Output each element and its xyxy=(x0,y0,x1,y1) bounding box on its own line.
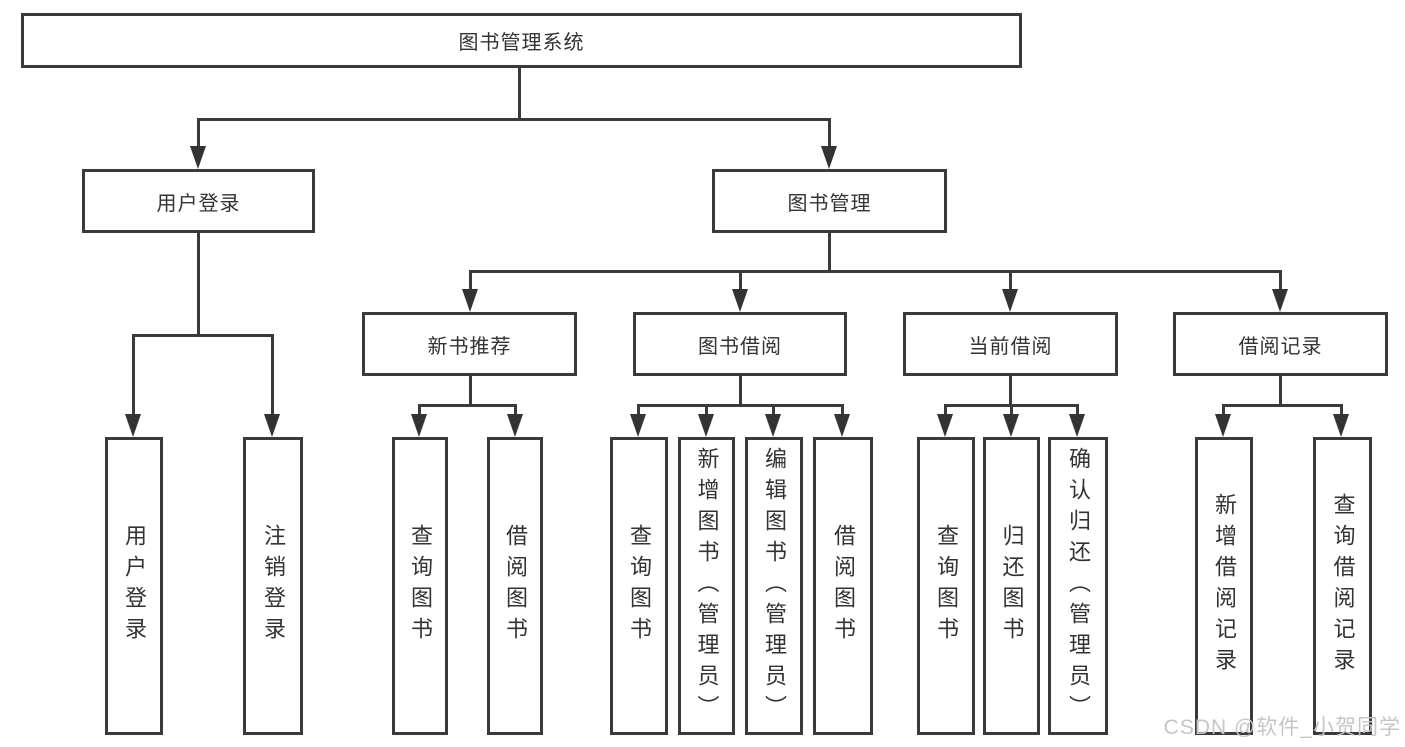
arrow-down-edit-books-admin xyxy=(765,414,781,437)
connector-borrow-drop-4 xyxy=(841,404,844,417)
connector-user-leaf2-drop xyxy=(271,334,274,417)
leaf-add-borrow-record: 新增借阅记录 xyxy=(1195,437,1253,735)
arrow-down-confirm-return-admin xyxy=(1069,414,1085,437)
arrow-down-book-management xyxy=(821,146,837,169)
arrow-down-query-books-current xyxy=(937,414,953,437)
connector-user-rail xyxy=(132,334,274,337)
arrow-down-add-books-admin xyxy=(698,414,714,437)
node-label: 用户登录 xyxy=(156,192,241,215)
arrow-down-query-borrow-record xyxy=(1333,414,1349,437)
arrow-down-user-login xyxy=(190,146,206,169)
arrow-down-borrow-books xyxy=(834,414,850,437)
leaf-query-books-recommend: 查询图书 xyxy=(392,437,448,735)
connector-recommend-drop-2 xyxy=(514,404,517,417)
node-current-borrow: 当前借阅 xyxy=(903,312,1118,376)
arrow-down-leaf-logout xyxy=(264,414,280,437)
leaf-confirm-return-admin: 确认归还（管理员） xyxy=(1048,437,1108,735)
arrow-down-new-book-recommend xyxy=(462,289,478,312)
leaf-label: 借阅图书 xyxy=(503,524,528,648)
leaf-return-books: 归还图书 xyxy=(983,437,1040,735)
connector-user-drop xyxy=(197,118,200,148)
connector-borrow-stem xyxy=(739,376,742,407)
leaf-label: 用户登录 xyxy=(122,524,147,648)
leaf-label: 编辑图书（管理员） xyxy=(762,446,787,726)
leaf-label: 查询图书 xyxy=(627,524,652,648)
leaf-query-books-borrow: 查询图书 xyxy=(610,437,668,735)
leaf-add-books-admin: 新增图书（管理员） xyxy=(678,437,735,735)
connector-bookmgmt-drop xyxy=(828,118,831,148)
arrow-down-add-borrow-record xyxy=(1215,414,1231,437)
leaf-label: 查询图书 xyxy=(408,524,433,648)
connector-l3-drop-2 xyxy=(739,270,742,292)
connector-bookmgmt-stem xyxy=(828,233,831,273)
connector-current-drop-3 xyxy=(1076,404,1079,417)
connector-current-stem xyxy=(1009,376,1012,407)
connector-root-stem xyxy=(518,68,521,120)
connector-borrow-drop-2 xyxy=(705,404,708,417)
connector-user-stem xyxy=(197,233,200,336)
leaf-label: 确认归还（管理员） xyxy=(1066,446,1091,726)
csdn-watermark: CSDN @软件_小贺同学 xyxy=(1163,716,1401,739)
node-book-management-system: 图书管理系统 xyxy=(21,13,1022,68)
leaf-label: 归还图书 xyxy=(999,524,1025,648)
leaf-label: 查询借阅记录 xyxy=(1330,493,1356,679)
leaf-query-borrow-record: 查询借阅记录 xyxy=(1313,437,1372,735)
connector-level3-rail xyxy=(469,270,1282,273)
leaf-label: 新增借阅记录 xyxy=(1212,493,1237,679)
connector-l3-drop-3 xyxy=(1009,270,1012,292)
leaf-label: 借阅图书 xyxy=(831,524,856,648)
leaf-label: 查询图书 xyxy=(934,524,959,648)
arrow-down-borrow-records xyxy=(1272,289,1288,312)
connector-borrow-rail xyxy=(637,404,843,407)
connector-record-stem xyxy=(1279,376,1282,407)
leaf-label: 新增图书（管理员） xyxy=(694,446,720,726)
node-label: 借阅记录 xyxy=(1238,335,1323,358)
node-label: 图书借阅 xyxy=(698,335,782,358)
connector-record-drop-1 xyxy=(1222,404,1225,417)
leaf-borrow-books: 借阅图书 xyxy=(813,437,873,735)
arrow-down-borrow-books-recommend xyxy=(507,414,523,437)
arrow-down-query-books-recommend xyxy=(411,414,427,437)
connector-l3-drop-4 xyxy=(1279,270,1282,292)
node-user-login-branch: 用户登录 xyxy=(82,169,315,233)
connector-record-drop-2 xyxy=(1340,404,1343,417)
node-label: 当前借阅 xyxy=(968,335,1053,358)
connector-user-leaf1-drop xyxy=(132,334,135,417)
leaf-logout: 注销登录 xyxy=(243,437,303,735)
node-label: 新书推荐 xyxy=(427,335,512,358)
node-book-management-branch: 图书管理 xyxy=(712,169,947,233)
arrow-down-book-borrow xyxy=(732,289,748,312)
arrow-down-current-borrow xyxy=(1002,289,1018,312)
connector-recommend-drop-1 xyxy=(418,404,421,417)
connector-borrow-drop-3 xyxy=(772,404,775,417)
connector-recommend-rail xyxy=(418,404,517,407)
leaf-edit-books-admin: 编辑图书（管理员） xyxy=(745,437,803,735)
arrow-down-return-books xyxy=(1003,414,1019,437)
node-label: 图书管理 xyxy=(787,192,872,215)
connector-current-drop-2 xyxy=(1010,404,1013,417)
connector-borrow-drop-1 xyxy=(637,404,640,417)
leaf-borrow-books-recommend: 借阅图书 xyxy=(487,437,543,735)
leaf-label: 注销登录 xyxy=(261,524,286,648)
connector-recommend-stem xyxy=(469,376,472,407)
node-book-borrow: 图书借阅 xyxy=(633,312,847,376)
arrow-down-leaf-user-login xyxy=(125,414,141,437)
connector-current-drop-1 xyxy=(944,404,947,417)
arrow-down-query-books-borrow xyxy=(630,414,646,437)
node-new-book-recommend: 新书推荐 xyxy=(362,312,577,376)
node-label: 图书管理系统 xyxy=(458,32,585,54)
connector-level2-rail xyxy=(197,118,831,121)
leaf-query-books-current: 查询图书 xyxy=(917,437,975,735)
node-borrow-records: 借阅记录 xyxy=(1173,312,1388,376)
connector-l3-drop-1 xyxy=(469,270,472,292)
connector-record-rail xyxy=(1222,404,1342,407)
leaf-user-login: 用户登录 xyxy=(105,437,163,735)
